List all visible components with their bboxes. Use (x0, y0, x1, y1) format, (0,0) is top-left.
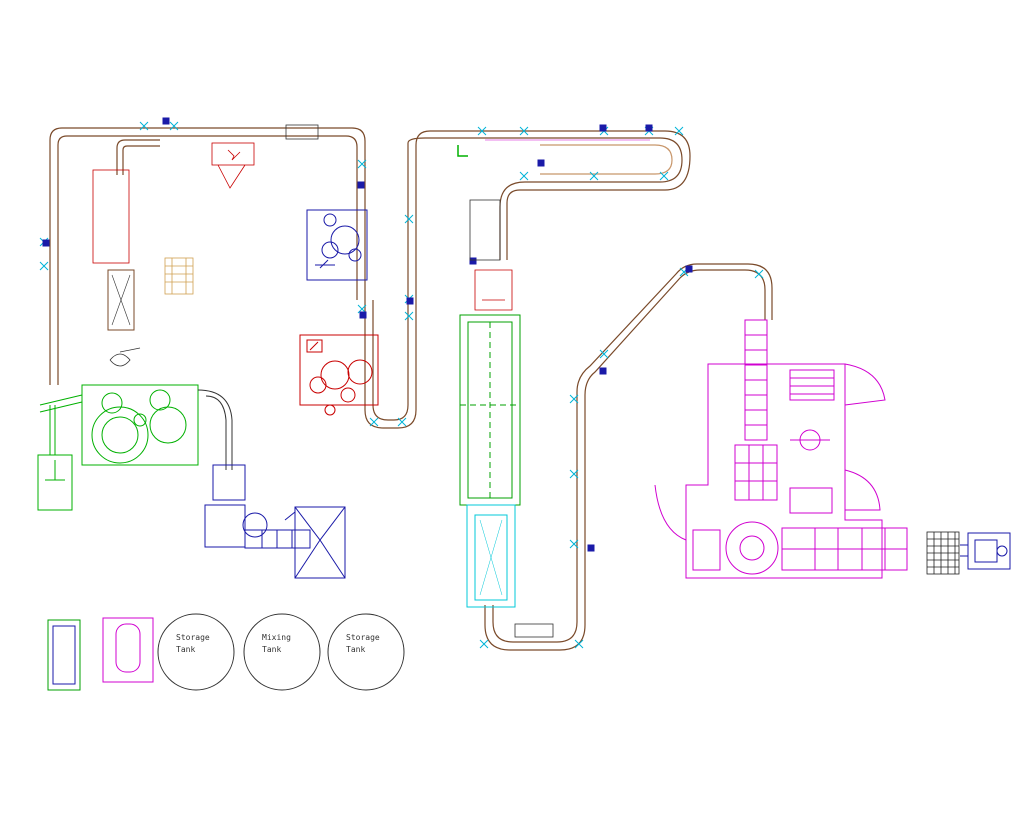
control-panel-icon (211, 142, 255, 189)
tank-label-line2: Tank (346, 645, 365, 654)
tank-label-line1: Mixing (262, 633, 291, 642)
filler-machine (37, 384, 233, 511)
tank-storage-2: Storage Tank (327, 613, 405, 691)
transfer-marker (457, 145, 468, 157)
conveyor-left-loop (49, 124, 366, 385)
pallet-icon (164, 257, 194, 295)
small-unit-green (47, 619, 81, 691)
tank-label-line1: Storage (176, 633, 210, 642)
small-unit-magenta (102, 617, 154, 683)
tank-label-line1: Storage (346, 633, 380, 642)
tunnel-infeed (474, 269, 513, 311)
labeler-machine (204, 209, 368, 549)
depalletizer-area (92, 142, 255, 367)
tank-label-line2: Tank (262, 645, 281, 654)
tank-label-line2: Tank (176, 645, 195, 654)
conveyor-top-right (460, 130, 691, 260)
tunnel-pasteurizer (459, 314, 521, 506)
cooling-section (466, 504, 516, 608)
warmer-unit (469, 199, 501, 261)
pallet-output (926, 531, 960, 575)
tank-mixing: Mixing Tank (243, 613, 321, 691)
conveyor-mid-loop (364, 130, 460, 429)
conveyor-sensors (42, 117, 693, 552)
forklift-icon (960, 532, 1011, 570)
capper-machine (299, 334, 379, 416)
tank-storage-1: Storage Tank (157, 613, 235, 691)
packer-palletizer (654, 319, 908, 579)
hopper-unit (282, 506, 346, 579)
conveyor-right-descend (484, 263, 773, 651)
